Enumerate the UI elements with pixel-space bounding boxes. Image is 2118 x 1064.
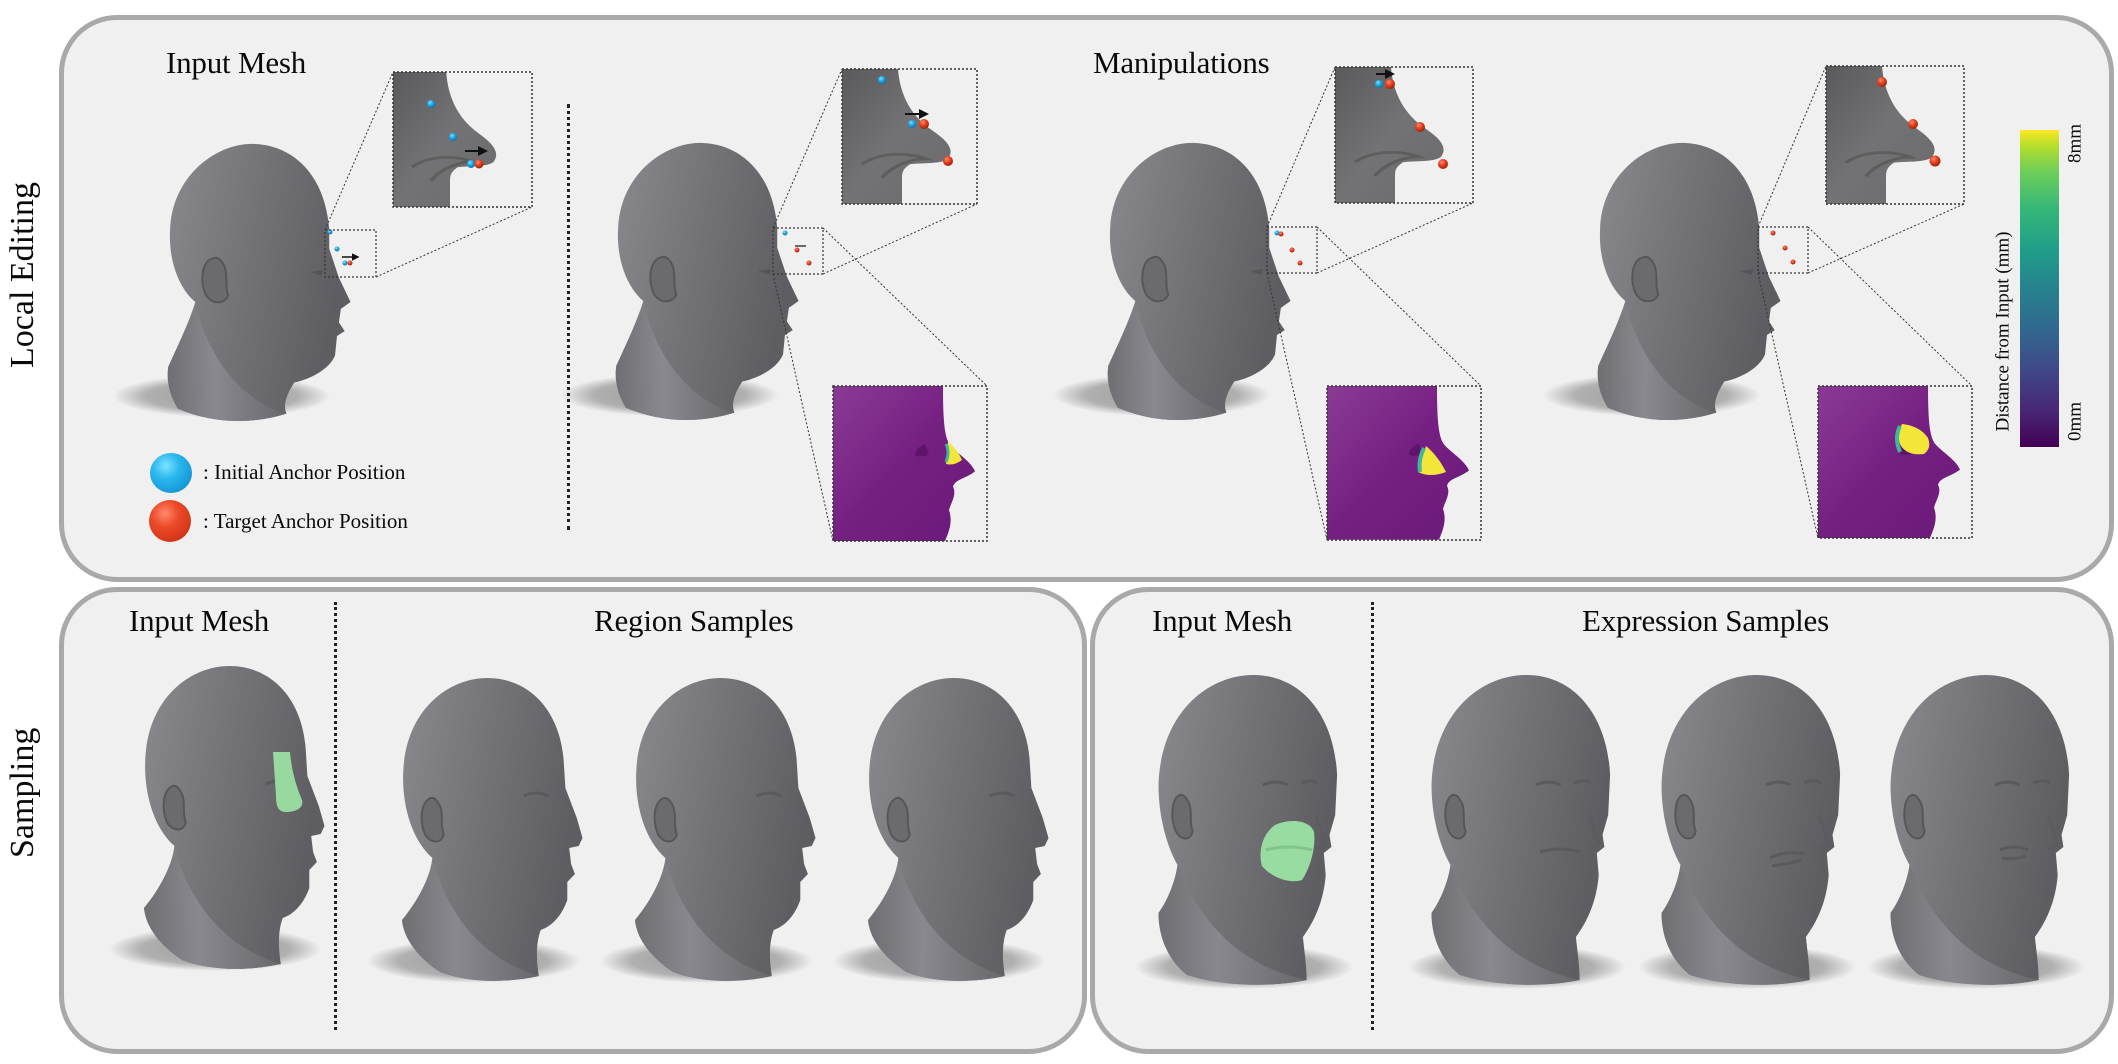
title-input-mesh-expression: Input Mesh <box>1152 603 1293 638</box>
input-mesh-head <box>111 142 352 422</box>
region-input-mesh-head <box>107 664 326 973</box>
colorbar-max-label: 8mm <box>2064 123 2086 164</box>
expression-sample-2 <box>1636 673 1858 991</box>
legend-target-anchor: : Target Anchor Position <box>203 509 408 533</box>
divider-local-editing <box>567 104 570 530</box>
divider-expression <box>1371 602 1374 1030</box>
expression-sample-1 <box>1406 673 1628 991</box>
region-sample-1 <box>365 676 584 985</box>
title-expression-samples: Expression Samples <box>1582 603 1829 638</box>
distance-colorbar <box>2020 130 2059 447</box>
expression-input-mesh-head <box>1133 673 1355 991</box>
target-anchor-sphere-icon <box>149 500 191 542</box>
colorbar-label: Distance from Input (mm) <box>1992 231 2014 432</box>
expression-sample-3 <box>1865 673 2087 991</box>
initial-anchor-sphere-icon <box>150 453 192 493</box>
title-input-mesh-region: Input Mesh <box>129 603 270 638</box>
colorbar-min-label: 0mm <box>2064 401 2086 442</box>
nose-zoom-inset <box>392 71 533 208</box>
legend-initial-anchor: : Initial Anchor Position <box>203 460 406 484</box>
manipulation-3 <box>1541 65 1973 539</box>
input-anchor-markers <box>327 229 360 266</box>
divider-region <box>334 602 337 1030</box>
title-input-mesh-local: Input Mesh <box>166 45 307 80</box>
title-region-samples: Region Samples <box>594 603 794 638</box>
title-manipulations: Manipulations <box>1093 45 1270 80</box>
zoom-source-box <box>324 229 377 278</box>
manipulation-1 <box>559 68 988 542</box>
region-sample-3 <box>831 676 1050 985</box>
manipulation-2 <box>1051 66 1482 541</box>
region-sample-2 <box>598 676 817 985</box>
